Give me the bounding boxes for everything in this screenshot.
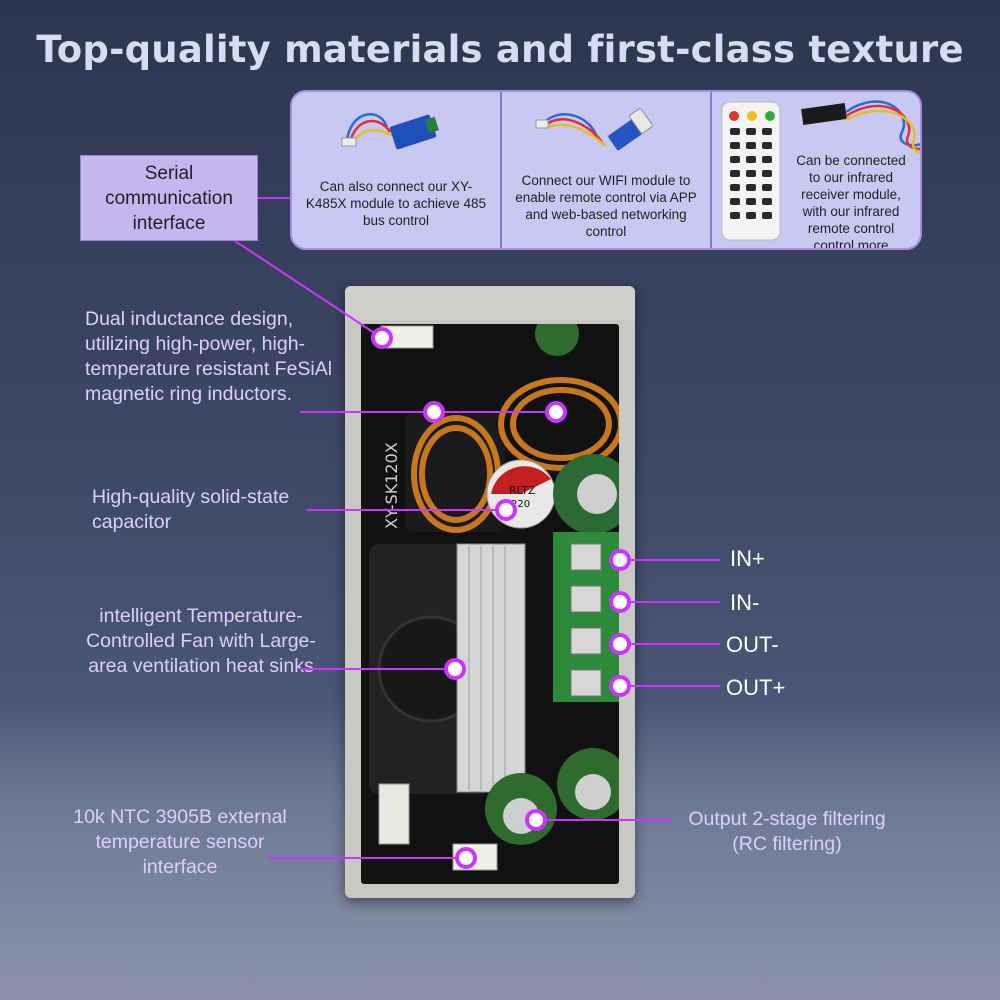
infrared-module-panel: Can be connected to our infrared receive… [712, 92, 920, 248]
marker-out-minus [609, 633, 631, 655]
inductor-callout: Dual inductance design, utilizing high-p… [85, 308, 333, 405]
terminal-out-minus-label: OUT- [726, 632, 779, 657]
wifi-module-image [535, 108, 653, 151]
infrared-module-text: Can be connected to our infrared receive… [796, 153, 906, 250]
rs485-module-image [341, 113, 439, 150]
marker-serial-port [371, 327, 393, 349]
marker-in-minus [609, 591, 631, 613]
ntc-callout: 10k NTC 3905B external temperature senso… [73, 806, 287, 878]
terminal-in-minus-label: IN- [730, 590, 760, 615]
rs485-module-text: Can also connect our XY-K485X module to … [305, 179, 487, 228]
board-model-text: XY-SK120X [382, 442, 401, 529]
marker-in-plus [609, 549, 631, 571]
capacitor-brand-text: RLTZ [509, 484, 536, 497]
marker-inductor-right [545, 401, 567, 423]
wifi-module-text: Connect our WIFI module to enable remote… [515, 173, 697, 239]
fan-callout: intelligent Temperature-Controlled Fan w… [86, 605, 316, 677]
capacitor-value-text: 220 [511, 499, 530, 510]
capacitor-callout: High-quality solid-state capacitor [92, 486, 290, 533]
marker-inductor-left [423, 401, 445, 423]
terminal-in-plus-label: IN+ [730, 546, 765, 571]
infrared-remote-image [721, 100, 920, 241]
rs485-module-panel: Can also connect our XY-K485X module to … [292, 92, 502, 248]
filtering-callout: Output 2-stage filtering (RC filtering) [688, 808, 886, 855]
board-top-bezel [345, 286, 635, 320]
marker-capacitor [495, 499, 517, 521]
serial-interface-callout: Serial communication interface [80, 155, 258, 241]
marker-filtering [525, 809, 547, 831]
marker-out-plus [609, 675, 631, 697]
accessory-banner: Can also connect our XY-K485X module to … [290, 90, 922, 250]
page-title: Top-quality materials and first-class te… [36, 28, 964, 71]
marker-ntc [455, 847, 477, 869]
marker-fan [444, 658, 466, 680]
terminal-out-plus-label: OUT+ [726, 675, 786, 700]
wifi-module-panel: Connect our WIFI module to enable remote… [502, 92, 712, 248]
